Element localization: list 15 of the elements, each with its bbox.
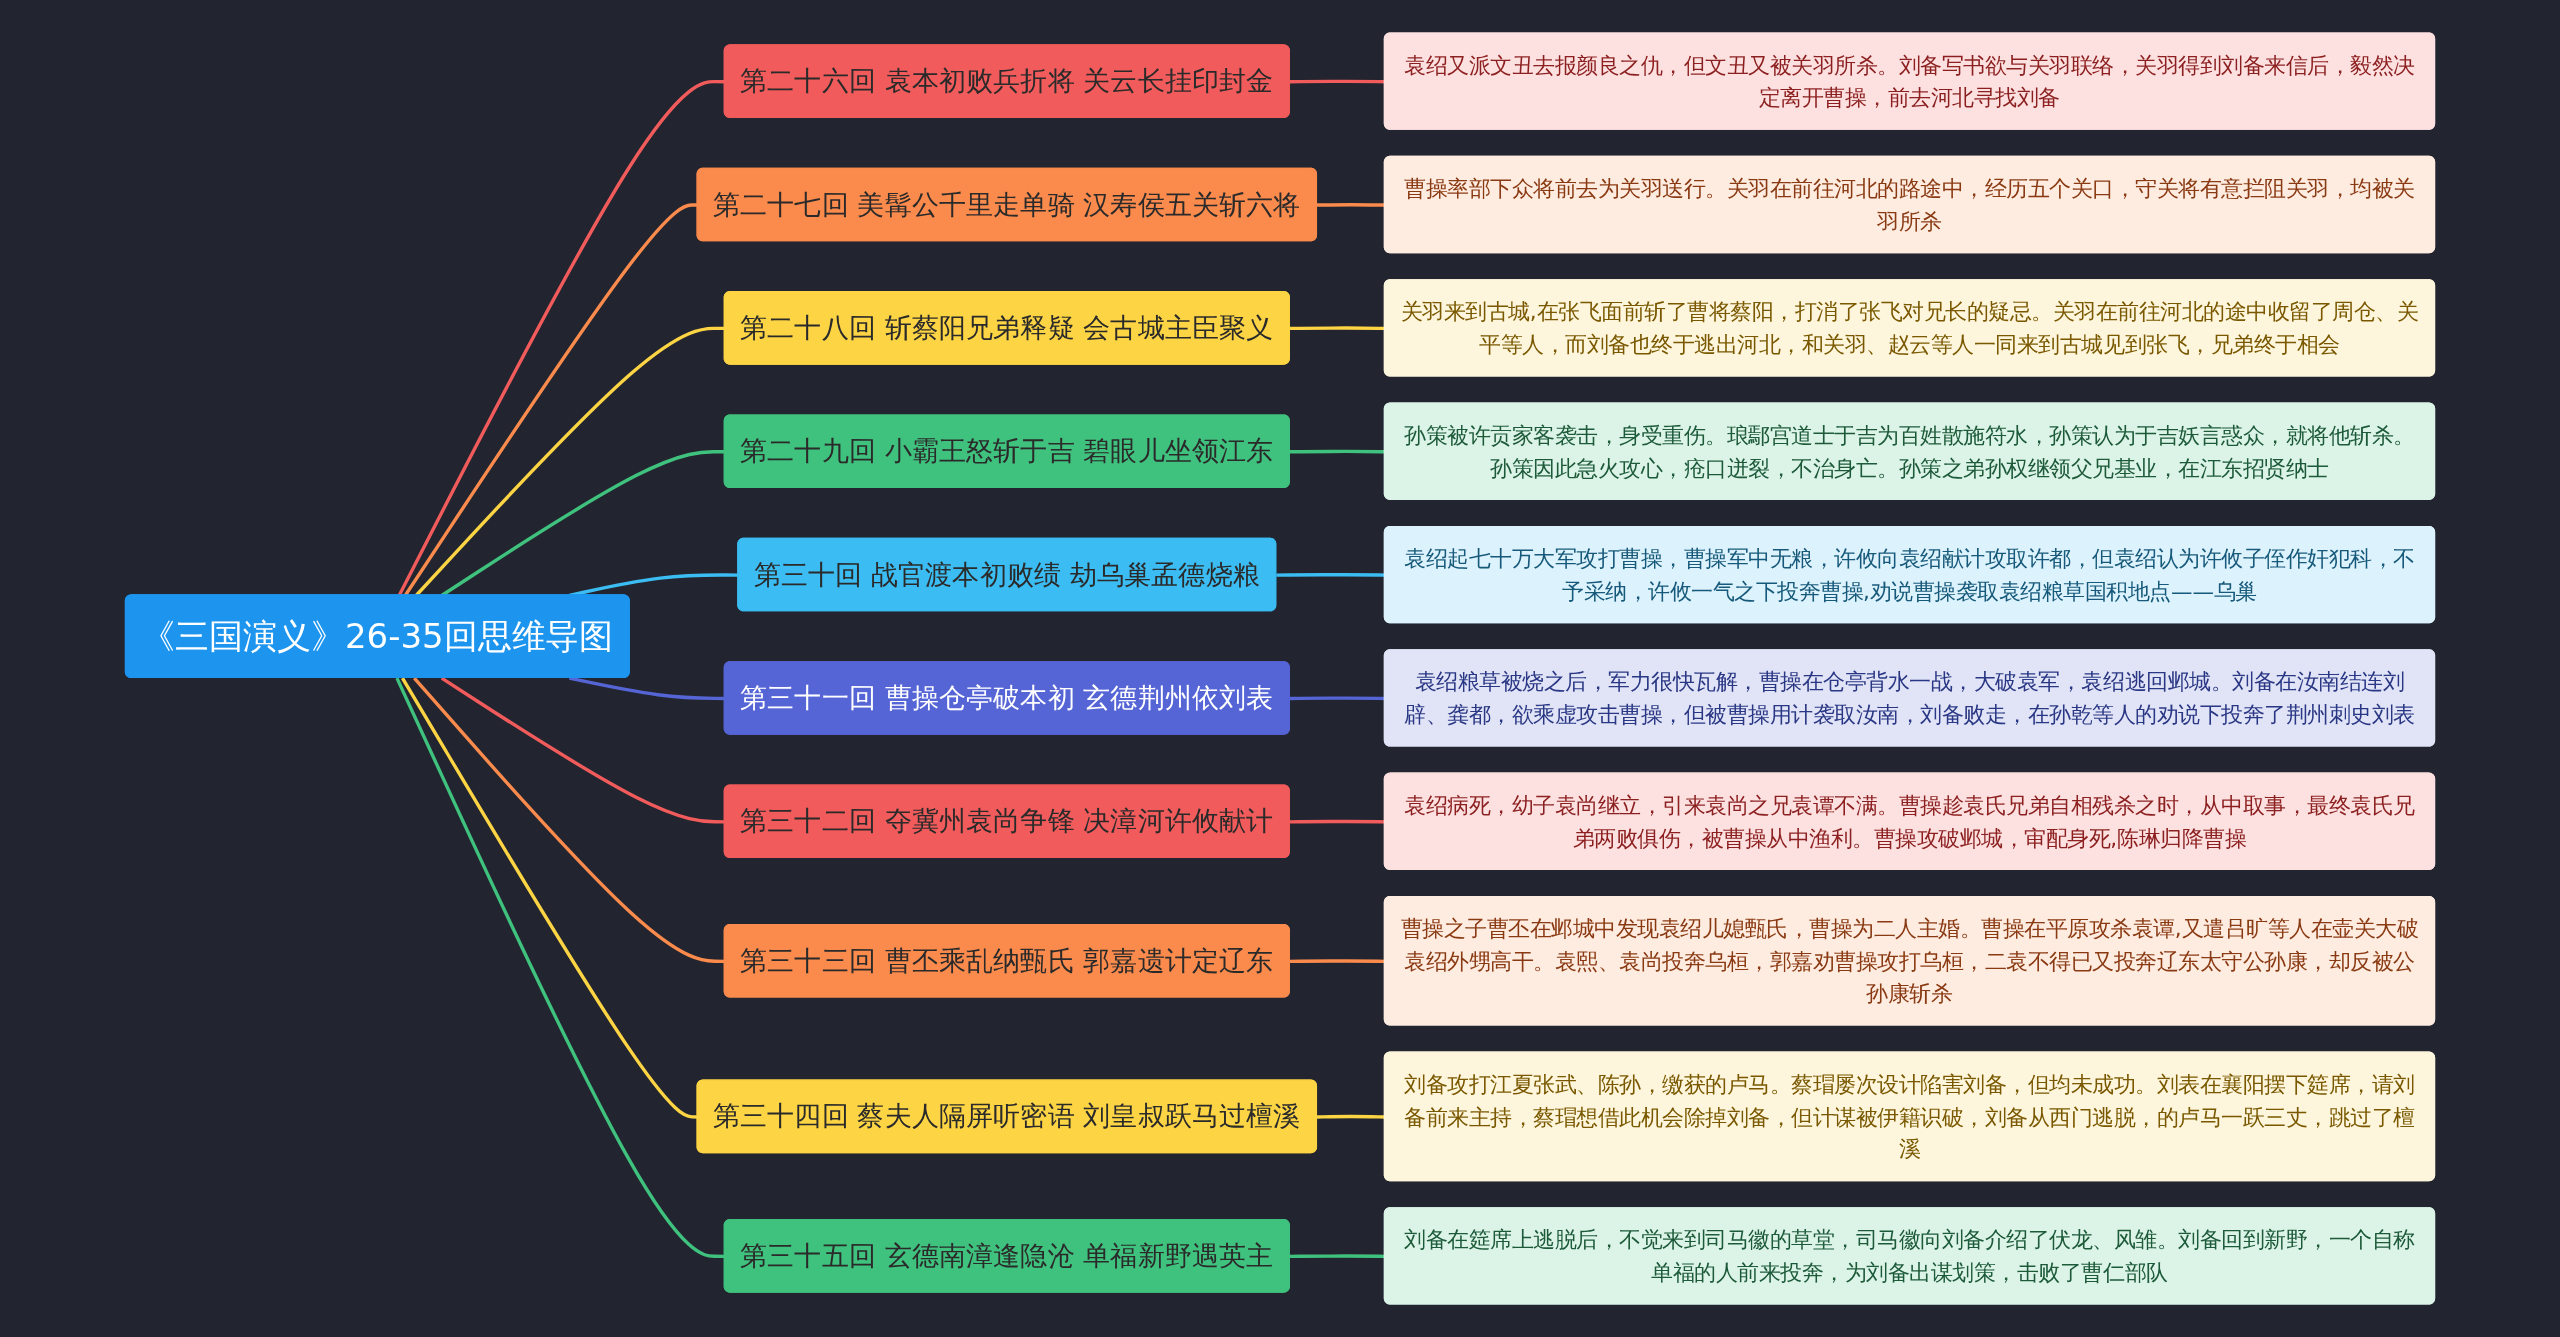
connector [1289, 1254, 1385, 1259]
connector [1289, 326, 1385, 331]
connector [1317, 203, 1385, 207]
connector [1289, 696, 1385, 701]
connector [395, 677, 725, 1259]
connector [1289, 959, 1385, 964]
connector [413, 677, 725, 964]
connector [1317, 1114, 1385, 1119]
connector [440, 676, 725, 824]
connector [1289, 819, 1385, 824]
connector [1276, 573, 1385, 577]
connector [569, 676, 725, 701]
connector [401, 677, 698, 1119]
connector [1289, 79, 1385, 84]
connector [1289, 449, 1385, 454]
